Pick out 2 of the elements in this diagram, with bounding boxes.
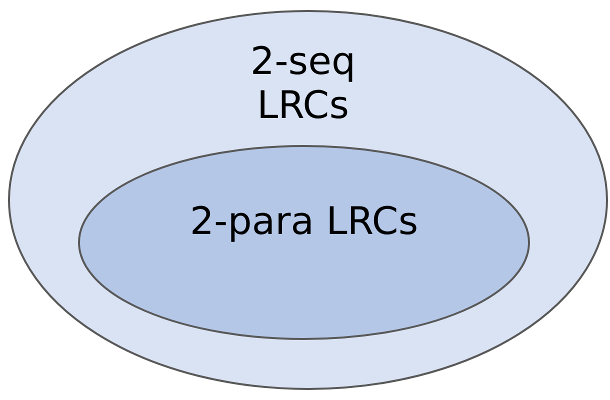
set-label: 2-para LRCs xyxy=(188,200,420,244)
set-label: 2-seq LRCs xyxy=(249,40,357,128)
